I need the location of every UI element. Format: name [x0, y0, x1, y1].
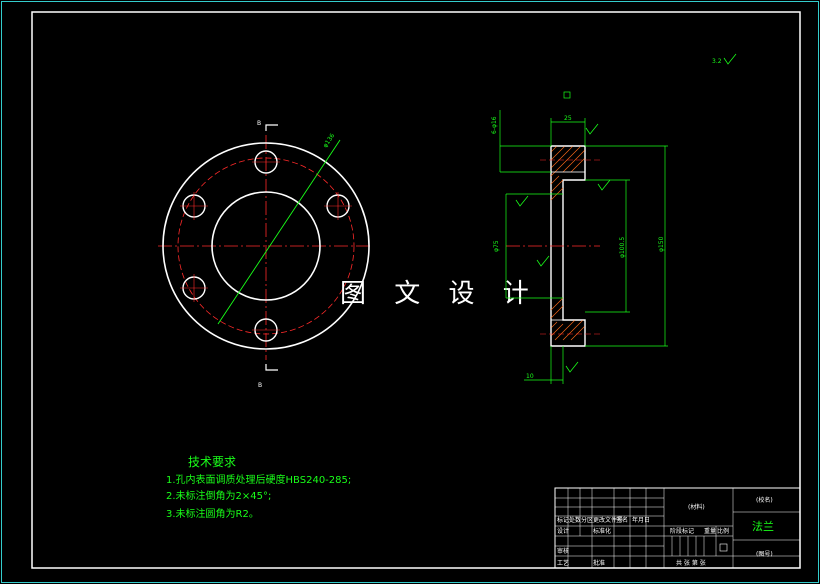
inner-dimension: φ75 [493, 240, 500, 252]
tb-drawing-no: (图号) [756, 551, 773, 558]
top-width-dimension: 25 [564, 115, 572, 122]
technical-notes: 技术要求 1.孔内表面调质处理后硬度HBS240-285; 2.未标注倒角为2×… [166, 455, 351, 520]
tb-label-date: 年月日 [632, 516, 650, 524]
section-mark-bottom: B [258, 382, 262, 389]
tb-label-doc: 更改文件号 [593, 516, 623, 524]
tb-label-scale: 比例 [717, 527, 729, 535]
tb-label-design: 设计 [557, 527, 569, 535]
outer-dimension: φ150 [658, 236, 665, 252]
note-item-1: 1.孔内表面调质处理后硬度HBS240-285; [166, 473, 351, 486]
tb-label-zone: 分区 [581, 516, 593, 524]
tb-label-std: 标准化 [593, 527, 611, 535]
front-view: φ136 B B [158, 120, 372, 389]
tb-label-count: 处数 [569, 516, 581, 524]
roughness-symbol [597, 179, 611, 191]
tb-label-approve: 批准 [593, 559, 605, 567]
section-mark-top: B [257, 120, 261, 127]
note-item-3: 3.未标注圆角为R2。 [166, 507, 259, 520]
flange-outer-circle [162, 142, 370, 350]
section-arrow-bottom [265, 364, 278, 371]
section-arrow-top [265, 124, 278, 131]
diameter-dimension-line [217, 139, 341, 325]
tb-label-sign: 签名 [616, 516, 628, 524]
datum-box [563, 91, 571, 99]
roughness-symbol [723, 53, 737, 65]
tb-label-sheets: 共 张 第 张 [676, 559, 706, 567]
corner-roughness-label: 3.2 [712, 58, 722, 65]
bolt-circle [177, 157, 355, 335]
tb-label-weight: 重量 [704, 527, 716, 535]
note-item-2: 2.未标注倒角为2×45°; [166, 489, 271, 502]
tb-part-name: 法兰 [752, 519, 774, 533]
tb-label-mark: 标记 [557, 516, 569, 524]
bore-circle [211, 191, 321, 301]
tb-school: (校名) [756, 496, 773, 504]
thickness-dimension: 10 [526, 373, 534, 380]
roughness-symbol [515, 195, 529, 207]
tb-label-review: 审核 [557, 547, 569, 555]
roughness-symbol [565, 361, 579, 373]
diameter-dimension-label: φ136 [322, 132, 337, 149]
watermark: 图 文 设 计 [340, 279, 539, 309]
title-block: 标记 处数 分区 更改文件号 签名 年月日 设计 标准化 审核 工艺 批准 阶段… [554, 487, 801, 569]
tb-label-stage: 阶段标记 [670, 527, 694, 535]
roughness-symbol [585, 123, 599, 135]
tb-label-process: 工艺 [557, 559, 569, 567]
holes-dimension: 6-φ16 [491, 116, 498, 134]
mid-dimension: φ100.5 [619, 237, 626, 258]
tb-material: (材料) [688, 503, 705, 511]
roughness-symbol [536, 255, 550, 267]
notes-title: 技术要求 [188, 455, 236, 469]
side-section-view: 25 6-φ16 φ75 φ100.5 φ150 10 [491, 53, 737, 384]
drawing-frame [31, 11, 801, 569]
